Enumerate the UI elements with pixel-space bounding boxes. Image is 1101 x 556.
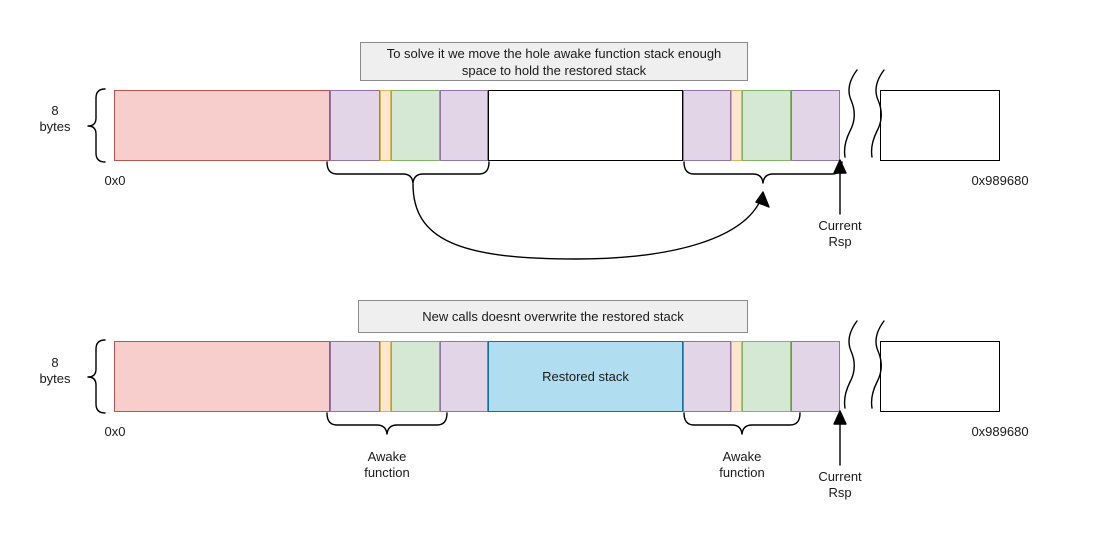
- segment-awake-b-purple-left-top: [683, 90, 731, 161]
- segment-awake-a-purple-left-bottom: [330, 341, 380, 412]
- callout-bottom: New calls doesnt overwrite the restored …: [358, 300, 748, 333]
- segment-awake-a-purple-right-bottom: [440, 341, 488, 412]
- move-arrow-head-top: [755, 191, 770, 208]
- byte-size-label-bottom: 8 bytes: [39, 355, 71, 386]
- break-squiggle-bottom-1: [843, 320, 858, 409]
- awake-function-label-left-bottom: Awake function: [364, 449, 410, 480]
- start-address-bottom: 0x0: [104, 424, 126, 439]
- segment-awake-a-purple-right-top: [440, 90, 488, 161]
- segment-awake-a-yellow-top: [380, 90, 391, 161]
- segment-awake-b-yellow-bottom: [731, 341, 742, 412]
- segment-awake-a-green-top: [391, 90, 440, 161]
- segment-used-stack-top: [114, 90, 330, 161]
- brace-awake-source-top: [326, 161, 490, 184]
- segment-used-stack-bottom: [114, 341, 330, 412]
- segment-awake-b-green-bottom: [742, 341, 791, 412]
- current-rsp-arrowhead-top: [833, 159, 847, 174]
- segment-awake-b-purple-right-top: [791, 90, 840, 161]
- segment-tail-region-top: [880, 90, 1000, 161]
- segment-awake-b-yellow-top: [731, 90, 742, 161]
- awake-function-label-right-bottom: Awake function: [719, 449, 765, 480]
- end-address-top: 0x989680: [971, 173, 1029, 188]
- current-rsp-arrowhead-bottom: [833, 410, 847, 425]
- segment-awake-b-purple-left-bottom: [683, 341, 731, 412]
- current-rsp-label-top: Current Rsp: [818, 218, 862, 249]
- break-squiggle-top-1: [843, 69, 858, 158]
- segment-tail-region-bottom: [880, 341, 1000, 412]
- segment-hole-gap-top: [488, 90, 683, 161]
- byte-brace-bottom: [87, 339, 106, 414]
- move-arrow-curve-top: [412, 183, 762, 260]
- callout-top: To solve it we move the hole awake funct…: [360, 42, 748, 81]
- byte-size-label-top: 8 bytes: [39, 103, 71, 134]
- brace-awake-destination-top: [683, 161, 843, 184]
- segment-awake-b-green-top: [742, 90, 791, 161]
- segment-awake-a-purple-left-top: [330, 90, 380, 161]
- byte-brace-top: [87, 88, 106, 163]
- segment-awake-a-yellow-bottom: [380, 341, 391, 412]
- segment-awake-b-purple-right-bottom: [791, 341, 840, 412]
- brace-awake-right-bottom: [683, 412, 801, 435]
- segment-awake-a-green-bottom: [391, 341, 440, 412]
- current-rsp-label-bottom: Current Rsp: [818, 469, 862, 500]
- start-address-top: 0x0: [104, 173, 126, 188]
- end-address-bottom: 0x989680: [971, 424, 1029, 439]
- segment-restored-stack: Restored stack: [488, 341, 683, 412]
- brace-awake-left-bottom: [326, 412, 448, 435]
